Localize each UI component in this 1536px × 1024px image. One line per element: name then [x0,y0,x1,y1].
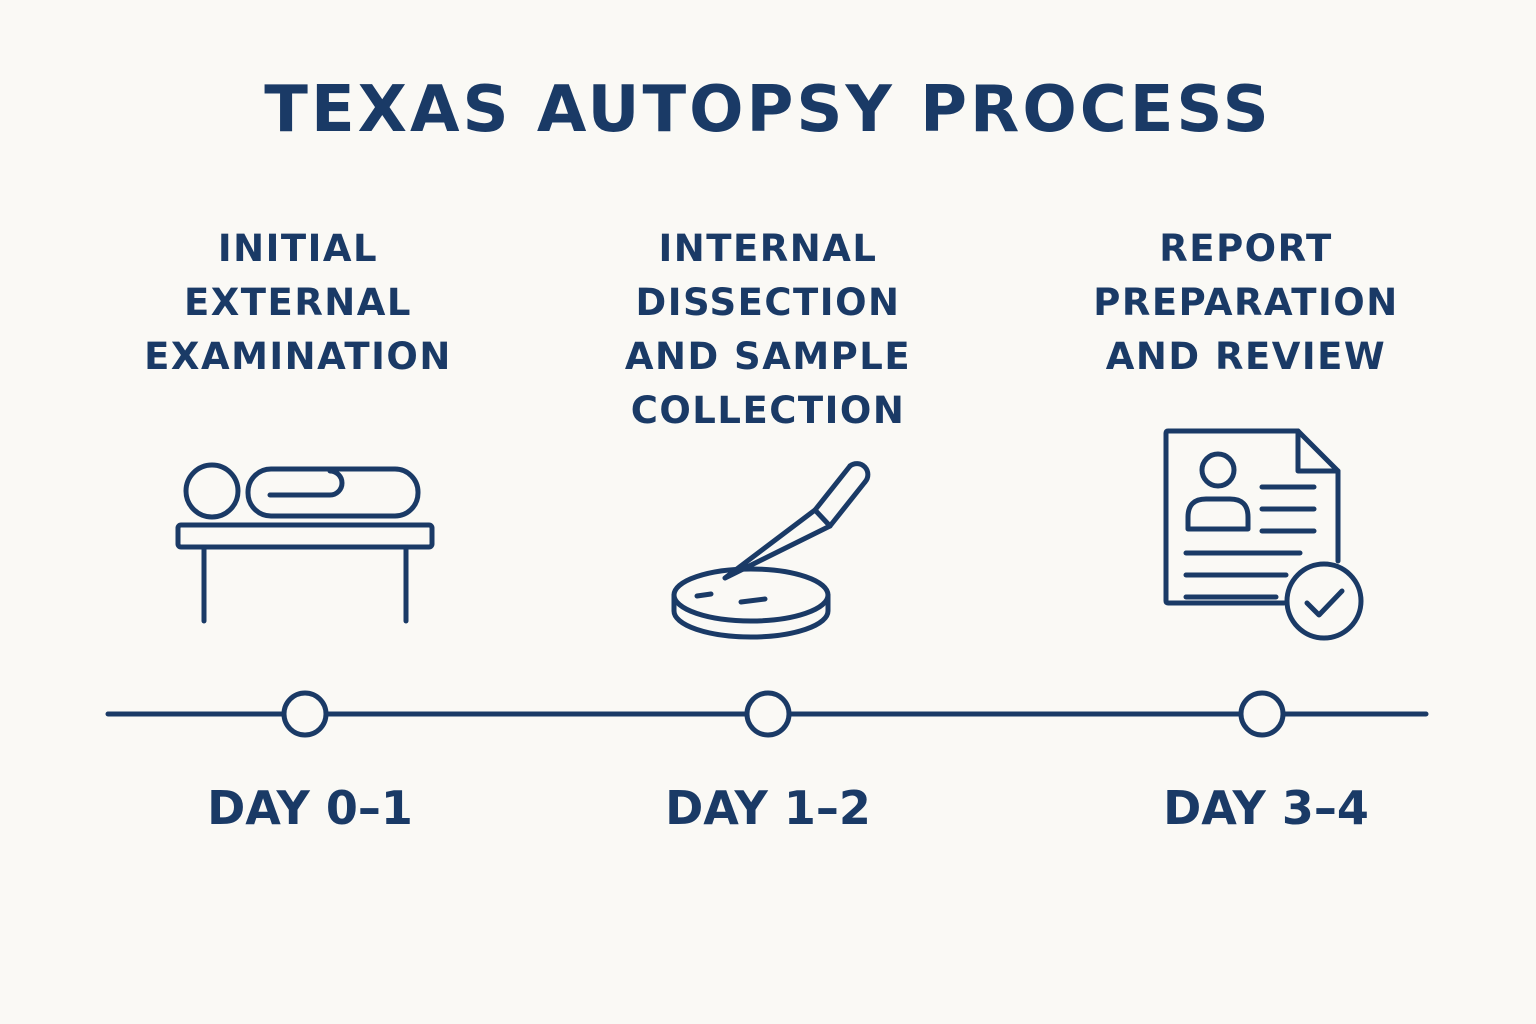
stage-label-line: COLLECTION [630,389,906,432]
stage-label-line: INITIAL [217,227,379,270]
report-document-check-icon [1160,425,1370,645]
stage-label: INTERNAL DISSECTION AND SAMPLE COLLECTIO… [558,222,978,438]
stage-label-line: INTERNAL [658,227,878,270]
stage-label-line: EXTERNAL [184,281,412,324]
stage-label-line: PREPARATION [1093,281,1399,324]
stage-label: REPORT PREPARATION AND REVIEW [1036,222,1456,384]
page-title: TEXAS AUTOPSY PROCESS [264,73,1272,147]
timeline-marker-day-3-4 [1238,690,1286,738]
stage-label-line: REPORT [1159,227,1333,270]
stage-internal-dissection: INTERNAL DISSECTION AND SAMPLE COLLECTIO… [558,222,978,438]
stage-label-line: DISSECTION [635,281,901,324]
scalpel-petri-dish-icon [665,450,885,650]
day-label-stage-1: DAY 0–1 [207,781,413,835]
day-label-stage-3: DAY 3–4 [1163,781,1369,835]
stage-label-line: AND SAMPLE [624,335,912,378]
timeline-marker-day-0-1 [281,690,329,738]
timeline-marker-day-1-2 [744,690,792,738]
day-label-stage-2: DAY 1–2 [665,781,871,835]
stage-label-line: AND REVIEW [1105,335,1387,378]
stage-label: INITIAL EXTERNAL EXAMINATION [88,222,508,384]
stage-initial-external-examination: INITIAL EXTERNAL EXAMINATION [88,222,508,384]
body-on-table-icon [170,455,440,630]
stage-report-preparation: REPORT PREPARATION AND REVIEW [1036,222,1456,384]
stage-label-line: EXAMINATION [144,335,452,378]
